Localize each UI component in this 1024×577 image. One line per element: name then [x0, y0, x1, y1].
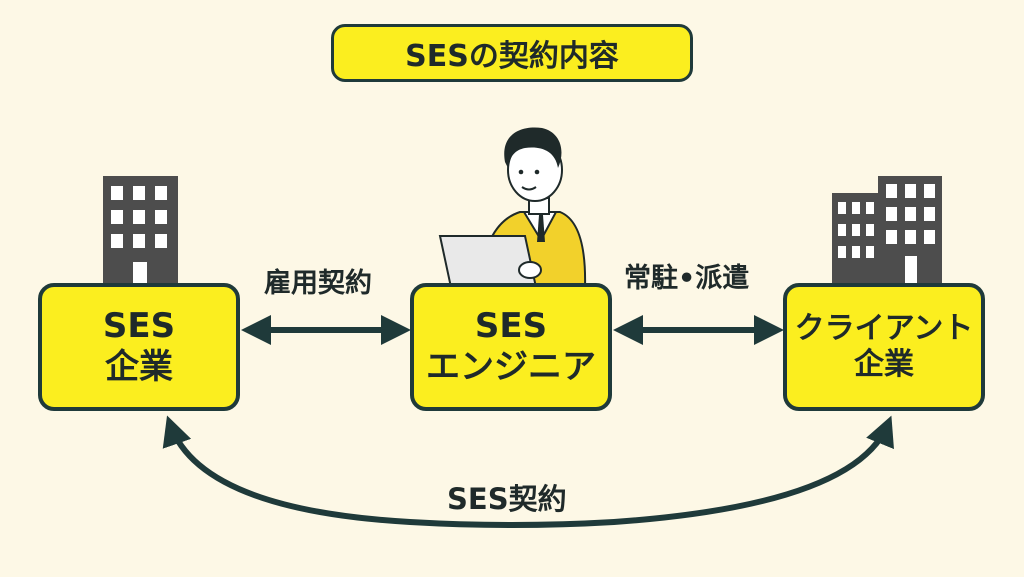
ses-contract-label: SES契約 — [447, 482, 567, 516]
engineer-line2: エンジニア — [426, 347, 596, 387]
engineer-line1: SES — [474, 306, 548, 347]
client-line1: クライアント — [794, 311, 974, 346]
client-company-box: クライアント 企業 — [783, 283, 985, 411]
engineer-box: SES エンジニア — [410, 283, 612, 411]
buildings-icon — [832, 176, 942, 289]
ses-company-line2: 企業 — [105, 347, 173, 387]
client-line2: 企業 — [854, 347, 914, 382]
employment-contract-label: 雇用契約 — [264, 268, 372, 299]
ses-company-line1: SES — [102, 306, 176, 347]
building-icon — [103, 176, 178, 288]
dispatch-label: 常駐•派遣 — [624, 263, 750, 294]
ses-company-box: SES 企業 — [38, 283, 240, 411]
engineer-with-laptop-illustration — [438, 127, 587, 297]
diagram-title: SESの契約内容 — [331, 24, 693, 82]
ses-contract-arrow — [162, 415, 894, 528]
